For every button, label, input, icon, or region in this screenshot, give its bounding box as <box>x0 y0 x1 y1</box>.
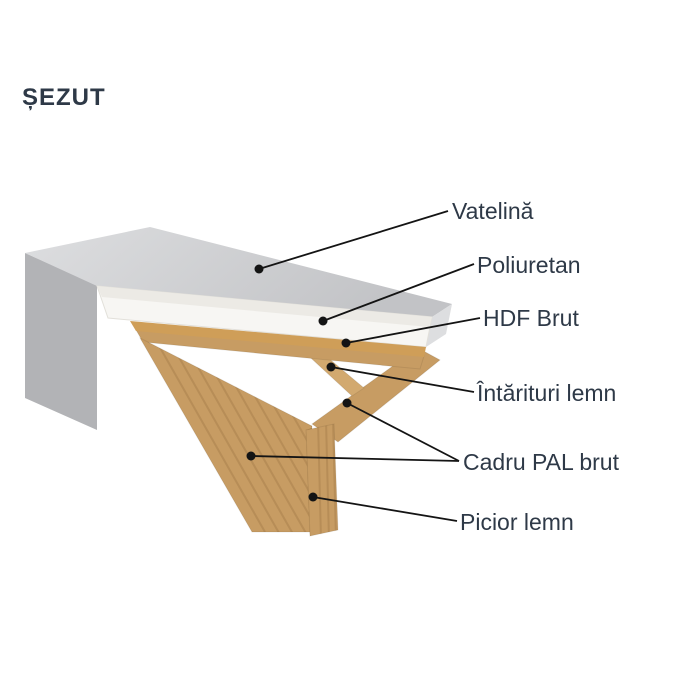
arrow-line <box>345 317 481 344</box>
arrow-vatelina <box>254 210 449 274</box>
label-intarituri-lemn: Întărituri lemn <box>477 380 617 406</box>
label-vatelina: Vatelină <box>452 198 534 224</box>
arrow-dot <box>342 398 352 408</box>
arrow-line <box>312 496 458 522</box>
arrow-line <box>322 263 475 322</box>
vatelina-left-face-shape <box>25 253 97 430</box>
label-hdf-brut: HDF Brut <box>483 305 579 331</box>
arrow-dot <box>318 316 328 326</box>
label-poliuretan: Poliuretan <box>477 252 581 278</box>
panel-wood-grain <box>149 338 312 532</box>
label-picior-lemn: Picior lemn <box>460 509 574 535</box>
arrow-dot <box>326 362 336 372</box>
arrow-hdf <box>341 317 481 348</box>
arrow-cadru <box>246 398 460 462</box>
arrow-line <box>346 402 460 462</box>
cadru-front-panel-shape <box>138 336 313 533</box>
vatelina-top-face-shape <box>25 227 452 317</box>
arrow-dot <box>246 451 256 461</box>
picior-leg-shape <box>305 423 339 537</box>
arrow-picior <box>308 492 458 522</box>
leg-wood-grain <box>317 424 337 536</box>
arrow-line <box>258 210 449 270</box>
arrow-dot <box>254 264 264 274</box>
arrow-dot <box>341 338 351 348</box>
arrow-line <box>330 366 475 393</box>
page-title: ȘEZUT <box>22 84 106 111</box>
hdf-layer-shape <box>130 321 426 357</box>
arrow-intarituri <box>326 362 475 393</box>
label-cadru-pal-brut: Cadru PAL brut <box>463 449 619 475</box>
arrow-dot <box>308 492 318 502</box>
arrow-poliuretan <box>318 263 475 326</box>
arrow-line <box>250 455 460 462</box>
poliuretan-chamfer-shape <box>97 286 432 327</box>
